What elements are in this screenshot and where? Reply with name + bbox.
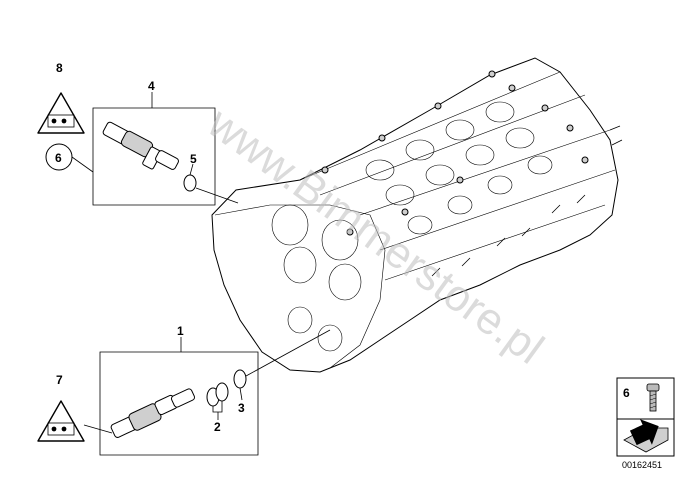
solenoid-valve-lower — [110, 388, 196, 438]
callout-1: 1 — [177, 324, 184, 338]
bolt-heads — [321, 70, 589, 236]
legend-callout-6: 6 — [623, 386, 630, 400]
warning-triangle-icon — [37, 400, 85, 442]
part-1-group — [83, 329, 331, 456]
callout-2: 2 — [214, 420, 221, 434]
exhaust-studs — [431, 125, 623, 277]
callout-8: 8 — [56, 61, 63, 75]
callout-circle-6 — [45, 143, 73, 171]
legend-box: 6 — [616, 377, 675, 457]
solenoid-valve-upper — [102, 121, 179, 170]
sealing-ring-5 — [183, 174, 197, 192]
callout-3: 3 — [238, 401, 245, 415]
callout-6: 6 — [55, 151, 62, 165]
cylinder-head — [211, 57, 623, 373]
bolt-icon — [646, 383, 660, 412]
warning-triangle-icon — [37, 92, 85, 134]
sealing-ring-3 — [233, 369, 247, 389]
part-4-group — [71, 92, 239, 206]
callout-4: 4 — [148, 79, 155, 93]
arrow-icon — [623, 419, 669, 453]
callout-7: 7 — [56, 373, 63, 387]
document-number: 00162451 — [622, 460, 662, 470]
camshaft-bearings — [271, 101, 553, 352]
sealing-ring-2b — [215, 382, 229, 402]
callout-5: 5 — [190, 152, 197, 166]
